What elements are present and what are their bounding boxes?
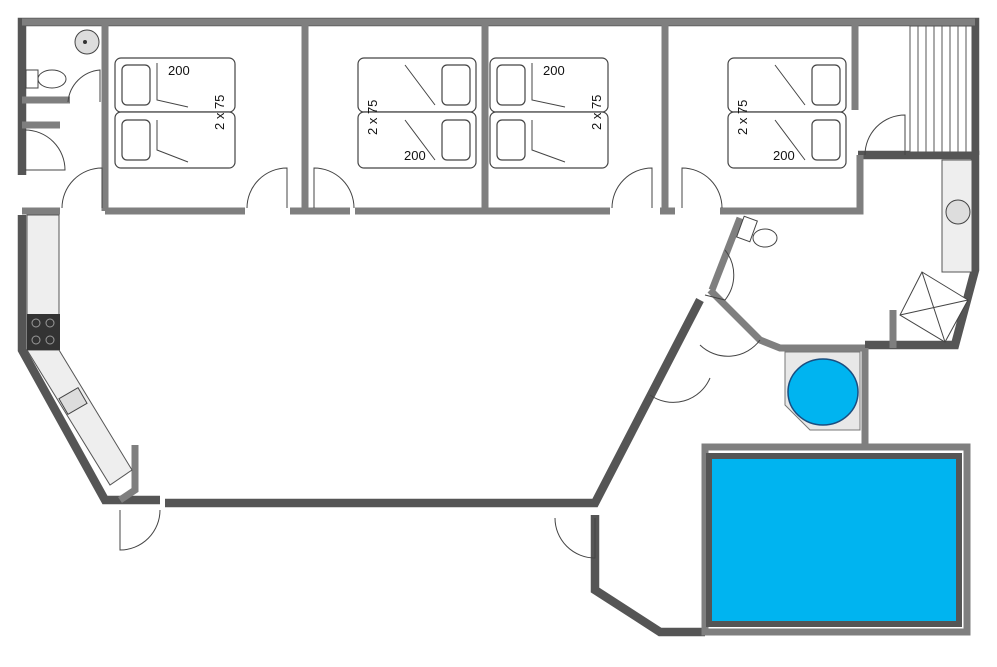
staircase bbox=[909, 25, 973, 153]
bed-length-label: 200 bbox=[773, 148, 795, 163]
bed-length-label: 200 bbox=[404, 148, 426, 163]
bed-length-label: 200 bbox=[168, 63, 190, 78]
stove-icon bbox=[27, 314, 60, 350]
swimming-pool bbox=[701, 443, 971, 636]
bed-width-label: 2 x 75 bbox=[212, 95, 227, 130]
doors bbox=[24, 69, 906, 559]
bathtub-icon bbox=[784, 351, 861, 431]
sink-icon bbox=[74, 29, 100, 55]
bedroom-1-bed: 200 2 x 75 bbox=[114, 57, 236, 169]
kitchen-counter bbox=[26, 214, 133, 486]
bed-width-label: 2 x 75 bbox=[735, 100, 750, 135]
kitchen-sink-icon bbox=[58, 387, 88, 415]
bedroom-4-bed: 200 2 x 75 bbox=[727, 57, 847, 169]
walls bbox=[17, 17, 980, 637]
bed-width-label: 2 x 75 bbox=[589, 95, 604, 130]
toilet-icon bbox=[25, 69, 67, 89]
toilet-icon bbox=[736, 215, 778, 248]
bathroom-counter bbox=[941, 159, 973, 273]
bedroom-3-bed: 200 2 x 75 bbox=[489, 57, 609, 169]
bed-length-label: 200 bbox=[543, 63, 565, 78]
bedroom-2-bed: 200 2 x 75 bbox=[357, 57, 477, 169]
shower-icon bbox=[899, 271, 969, 343]
bed-width-label: 2 x 75 bbox=[365, 100, 380, 135]
